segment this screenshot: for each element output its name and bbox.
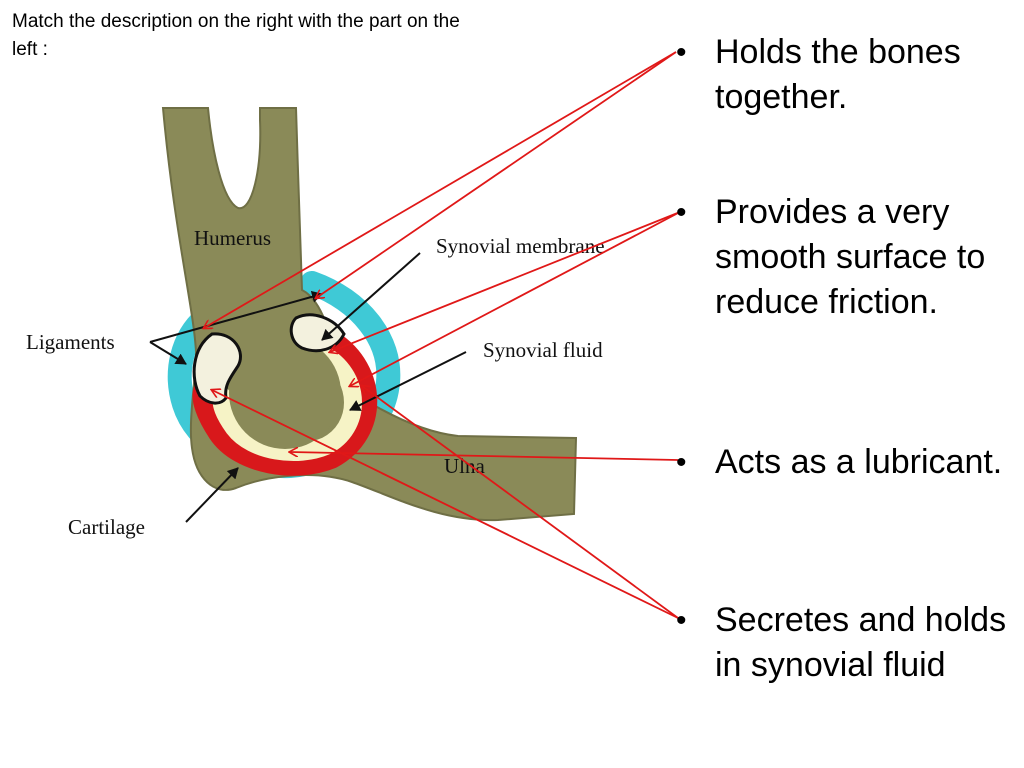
label-synovial-fluid: Synovial fluid [483,338,603,362]
answer-line-smooth-surface-1 [330,211,681,352]
bullet-icon: • [676,446,687,479]
answer-line-holds-bones-1 [316,51,677,298]
label-humerus: Humerus [194,226,271,250]
answer-line-lubricant [290,452,679,461]
humerus-head [229,337,341,449]
answer-line-secretes-1 [362,386,679,619]
description-item: • Holds the bones together. [676,30,1016,120]
instruction-text: Match the description on the right with … [12,11,460,60]
cartilage-pointer [185,467,239,523]
label-pointers [149,252,467,523]
answer-line-secretes-2 [212,390,679,619]
answer-line-holds-bones-2 [204,51,677,328]
label-ulna: Ulna [444,454,486,478]
description-text: Acts as a lubricant. [715,443,1003,481]
bullet-icon: • [676,196,687,229]
description-item: • Acts as a lubricant. [676,440,1016,485]
bullet-icon: • [676,36,687,69]
answer-line-smooth-surface-2 [350,211,681,386]
ligaments-pointer-upper [149,290,323,343]
label-cartilage: Cartilage [68,515,145,539]
description-text: Provides a very smooth surface to reduce… [715,193,986,321]
synovial-fluid-pointer [349,351,467,411]
label-synovial-membrane: Synovial membrane [436,234,605,258]
joint-cavity-left [192,332,242,405]
description-item: • Secretes and holds in synovial fluid [676,598,1016,688]
synovial-membrane-pointer [321,252,421,341]
ligaments-pointer-lower [149,341,187,365]
bullet-icon: • [676,604,687,637]
description-item: • Provides a very smooth surface to redu… [676,190,1016,325]
joint-cavity-right [289,313,346,353]
description-text: Secretes and holds in synovial fluid [715,601,1007,684]
description-text: Holds the bones together. [715,33,961,116]
label-ligaments: Ligaments [26,330,115,354]
answer-lines [204,51,681,619]
